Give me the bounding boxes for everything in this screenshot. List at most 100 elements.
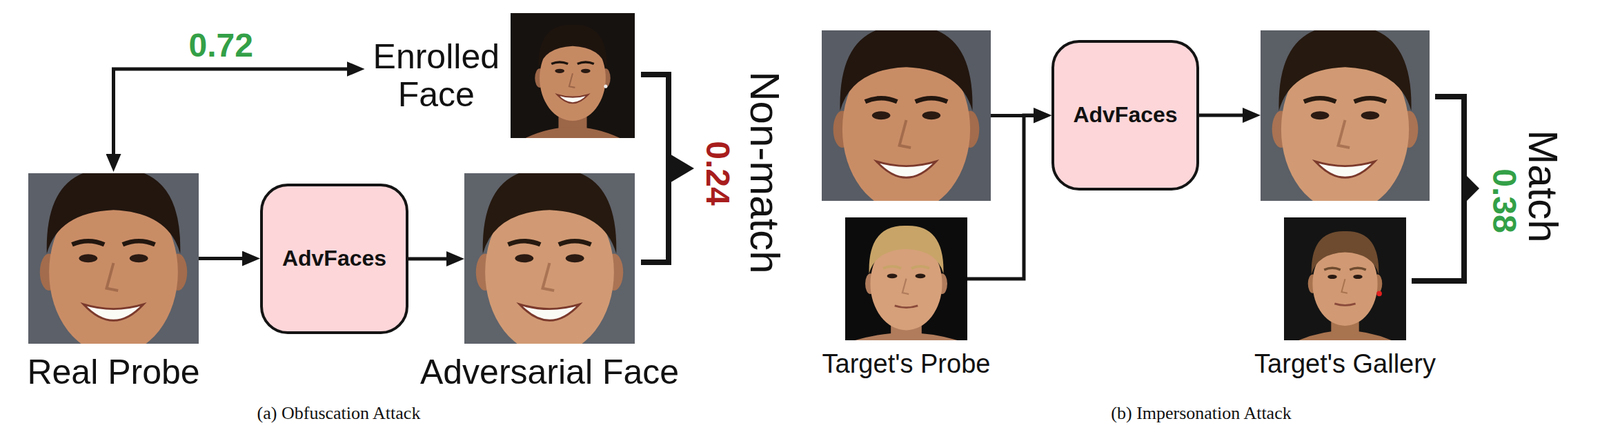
flow-arrow <box>408 257 450 261</box>
hair <box>46 173 181 254</box>
smile <box>519 304 580 321</box>
eye <box>922 111 941 120</box>
nose <box>569 73 576 88</box>
hair <box>839 30 973 112</box>
nose <box>1338 120 1351 148</box>
eye <box>1361 111 1380 120</box>
eye <box>514 253 534 263</box>
decision-label: Non-match <box>743 71 786 274</box>
eyebrow <box>558 240 592 245</box>
face-photo <box>464 173 635 344</box>
shoulders <box>1298 330 1392 341</box>
hair <box>482 173 617 254</box>
eyebrow <box>551 62 568 65</box>
flow-arrow <box>1199 113 1246 118</box>
image-caption: Enrolled Face <box>373 37 500 114</box>
eye <box>565 253 585 263</box>
eye <box>1352 274 1362 279</box>
mouth <box>894 305 918 308</box>
face-illustration <box>28 173 199 344</box>
subfigure-caption: (b) Impersonation Attack <box>1110 404 1291 423</box>
face-photo <box>821 30 991 201</box>
eyebrow <box>1304 97 1336 102</box>
smile <box>83 304 144 321</box>
box-title: AdvFaces <box>282 246 387 271</box>
mouth <box>1334 303 1356 306</box>
red-dot <box>1376 290 1382 296</box>
bracket-arrowhead <box>668 153 695 184</box>
eyebrow <box>883 266 902 269</box>
eyebrow <box>507 240 541 245</box>
eyebrow <box>1324 267 1341 270</box>
nose <box>902 278 909 294</box>
eye <box>914 273 926 279</box>
face-photo <box>28 173 199 344</box>
hair <box>538 24 607 69</box>
face-photo <box>845 217 968 341</box>
generator-box: AdvFaces <box>1051 40 1200 191</box>
face-illustration <box>1284 217 1407 341</box>
shoulders <box>854 332 958 341</box>
eye <box>78 253 98 263</box>
similarity-score: 0.72 <box>188 28 253 63</box>
face-photo <box>510 13 635 138</box>
eye <box>1327 274 1337 279</box>
face-image-node: Adversarial Face <box>420 173 679 392</box>
subfigure-caption: (a) Obfuscation Attack <box>257 404 421 423</box>
eyebrow <box>577 62 595 65</box>
face-photo <box>1260 30 1430 201</box>
smile <box>1315 161 1376 178</box>
hair <box>1311 231 1380 275</box>
face-illustration <box>821 30 991 201</box>
eye <box>580 68 591 74</box>
smile <box>557 94 588 103</box>
face-image-node: Enrolled Face <box>373 13 635 138</box>
similarity-score: 0.38 <box>1487 168 1521 233</box>
box-title: AdvFaces <box>1072 102 1178 127</box>
eye <box>887 273 898 279</box>
face-illustration <box>510 13 635 138</box>
face-illustration <box>1260 30 1430 201</box>
eyebrow <box>122 240 156 245</box>
smile <box>876 161 937 178</box>
comparison-bracket <box>640 74 669 263</box>
generator-box: AdvFaces <box>260 183 409 334</box>
face-image-node <box>821 30 991 201</box>
face-illustration <box>464 173 635 344</box>
eye <box>554 68 565 74</box>
eyebrow <box>1349 267 1367 270</box>
eye <box>1310 111 1329 120</box>
similarity-score: 0.24 <box>700 140 735 205</box>
flow-arrow <box>198 256 245 261</box>
eyebrow <box>911 266 930 269</box>
image-caption: Adversarial Face <box>420 353 679 392</box>
eyebrow <box>1354 97 1387 102</box>
face-image-node <box>1260 30 1430 201</box>
image-caption: Real Probe <box>26 353 200 392</box>
face-illustration <box>845 217 968 341</box>
nose <box>1341 278 1347 293</box>
hair <box>1278 30 1411 112</box>
photo-background <box>510 13 635 138</box>
bracket-arrowhead <box>1464 173 1480 204</box>
shoulders <box>525 126 621 138</box>
photo-background <box>1284 217 1407 341</box>
nose <box>106 262 118 291</box>
earring <box>603 84 608 89</box>
photo-background <box>845 217 968 341</box>
nose <box>899 120 912 148</box>
face-image-node: Target's Gallery <box>1254 217 1436 379</box>
face-photo <box>1284 217 1407 341</box>
hair <box>869 225 944 274</box>
eye <box>872 111 891 120</box>
nose <box>542 262 555 291</box>
face-image-node: Real Probe <box>26 173 200 392</box>
image-caption: Target's Gallery <box>1254 349 1436 379</box>
decision-label: Match <box>1522 129 1564 243</box>
eyebrow <box>71 240 105 245</box>
eyebrow <box>865 97 897 102</box>
image-caption: Target's Probe <box>822 349 991 379</box>
